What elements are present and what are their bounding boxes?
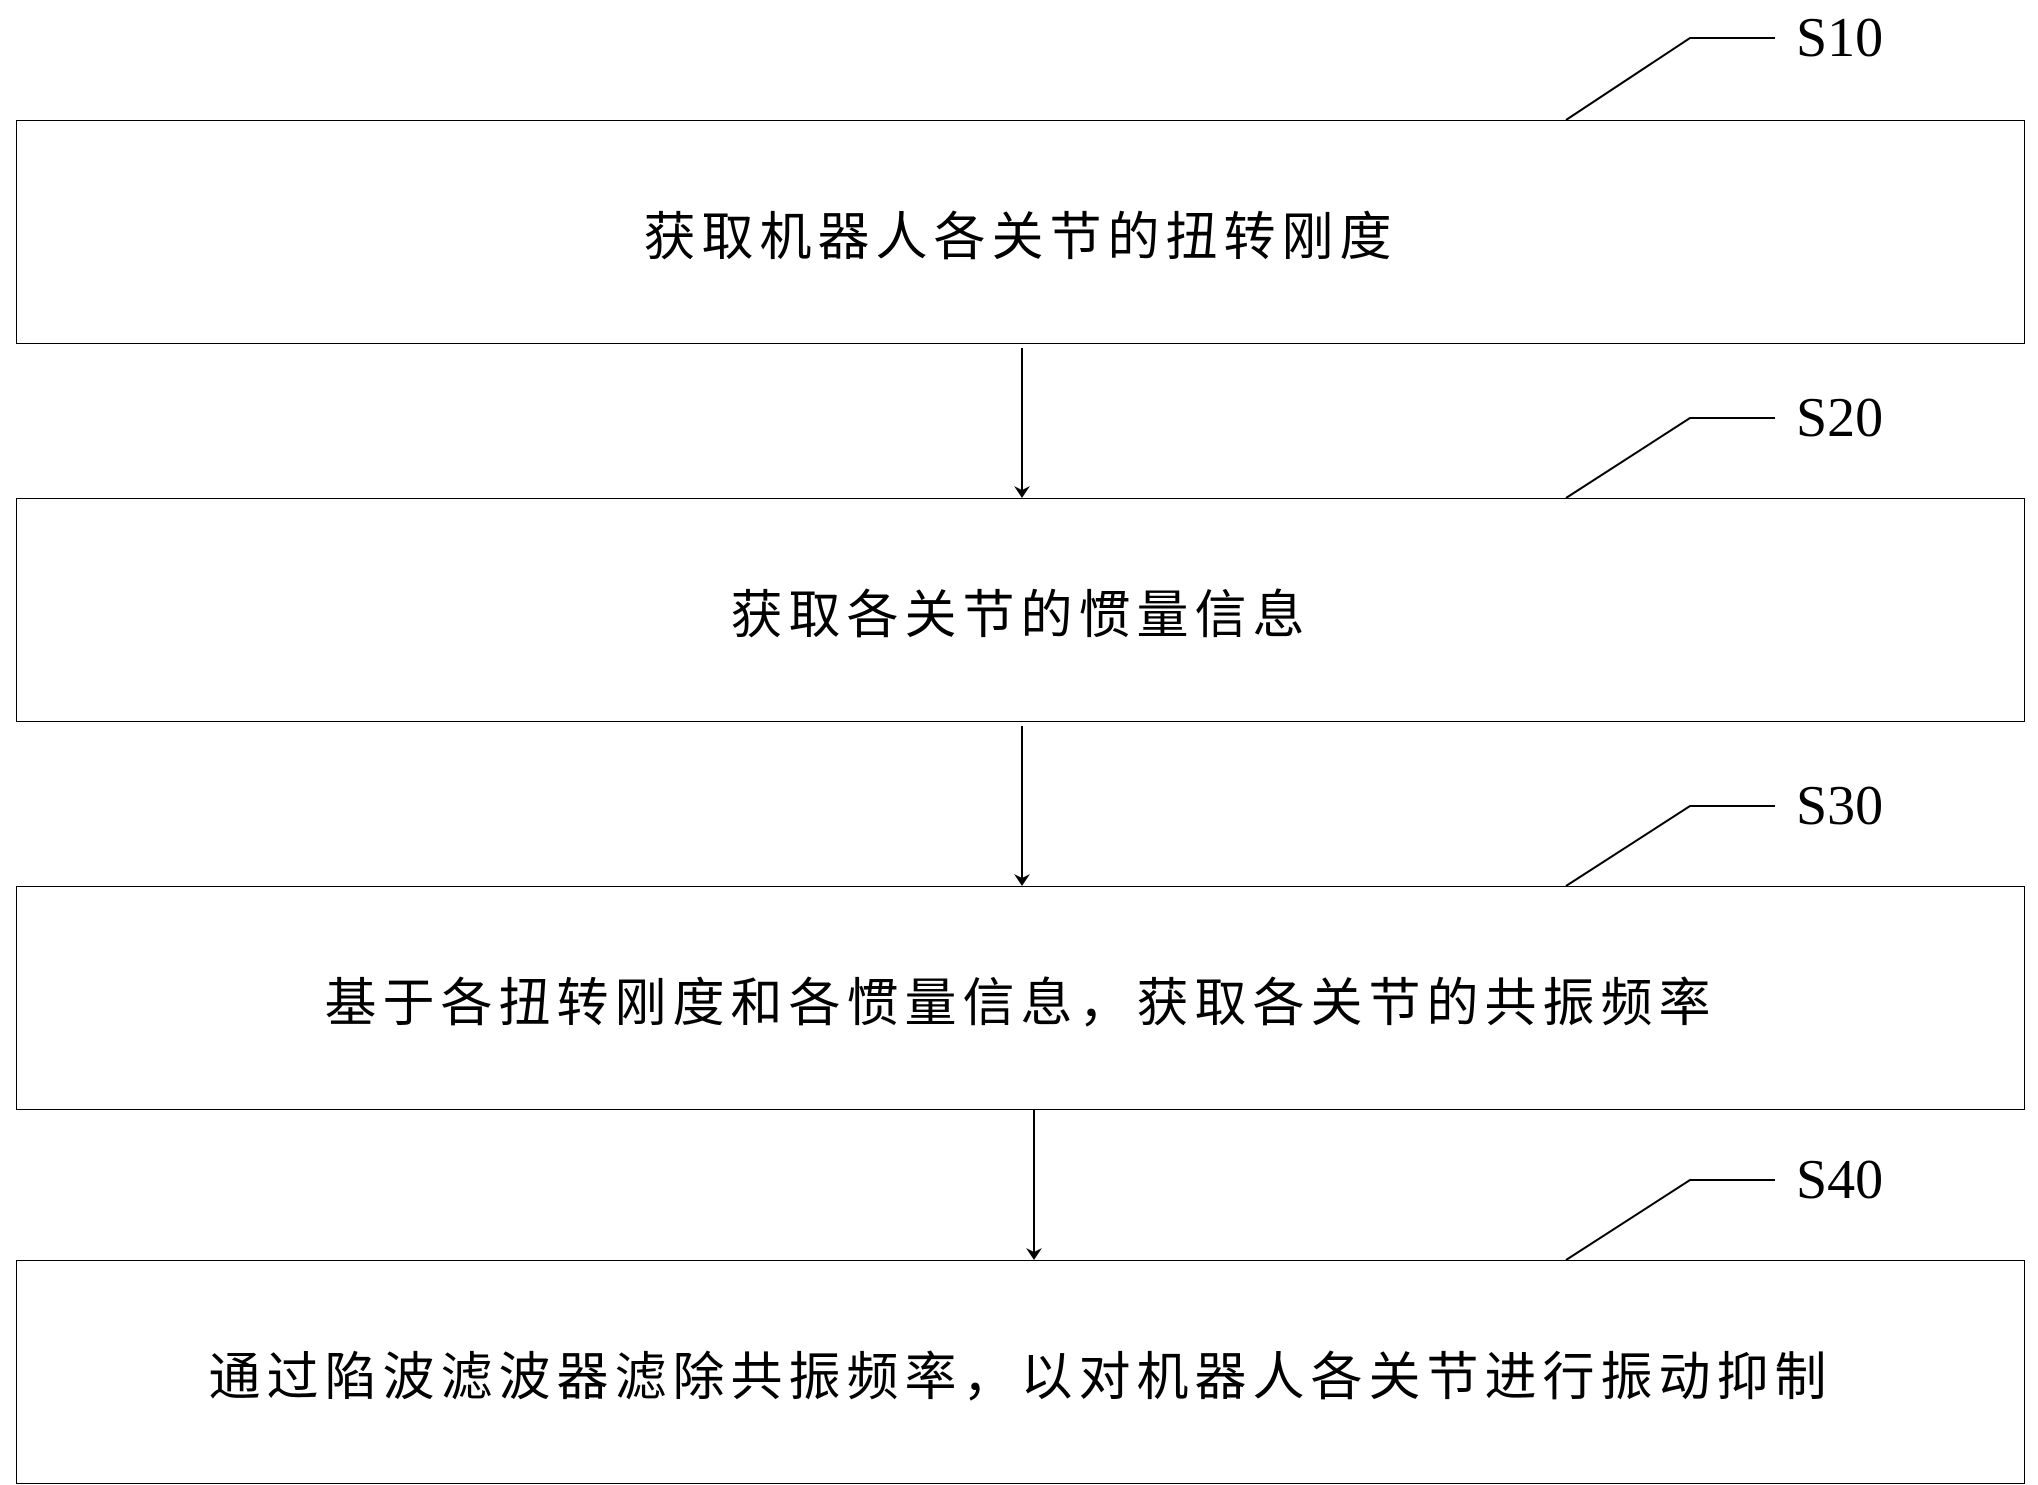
step-label-s20: S20	[1796, 387, 1884, 449]
step-label-s30: S30	[1796, 775, 1884, 837]
step-text-s40: 通过陷波滤波器滤除共振频率，以对机器人各关节进行振动抑制	[208, 1347, 1833, 1408]
step-box-s40: 通过陷波滤波器滤除共振频率，以对机器人各关节进行振动抑制	[16, 1260, 2025, 1484]
leader-line-s10	[1565, 37, 1775, 121]
step-box-s10: 获取机器人各关节的扭转刚度	[16, 120, 2025, 344]
step-text-s10: 获取机器人各关节的扭转刚度	[643, 207, 1398, 268]
step-box-s20: 获取各关节的惯量信息	[16, 498, 2025, 722]
step-text-s20: 获取各关节的惯量信息	[730, 585, 1311, 646]
step-label-s10: S10	[1796, 7, 1884, 69]
leader-line-s20	[1565, 417, 1775, 499]
step-text-s30: 基于各扭转刚度和各惯量信息，获取各关节的共振频率	[324, 973, 1717, 1034]
leader-line-s30	[1565, 805, 1775, 887]
step-label-s40: S40	[1796, 1149, 1884, 1211]
leader-line-s40	[1565, 1179, 1775, 1261]
step-box-s30: 基于各扭转刚度和各惯量信息，获取各关节的共振频率	[16, 886, 2025, 1110]
